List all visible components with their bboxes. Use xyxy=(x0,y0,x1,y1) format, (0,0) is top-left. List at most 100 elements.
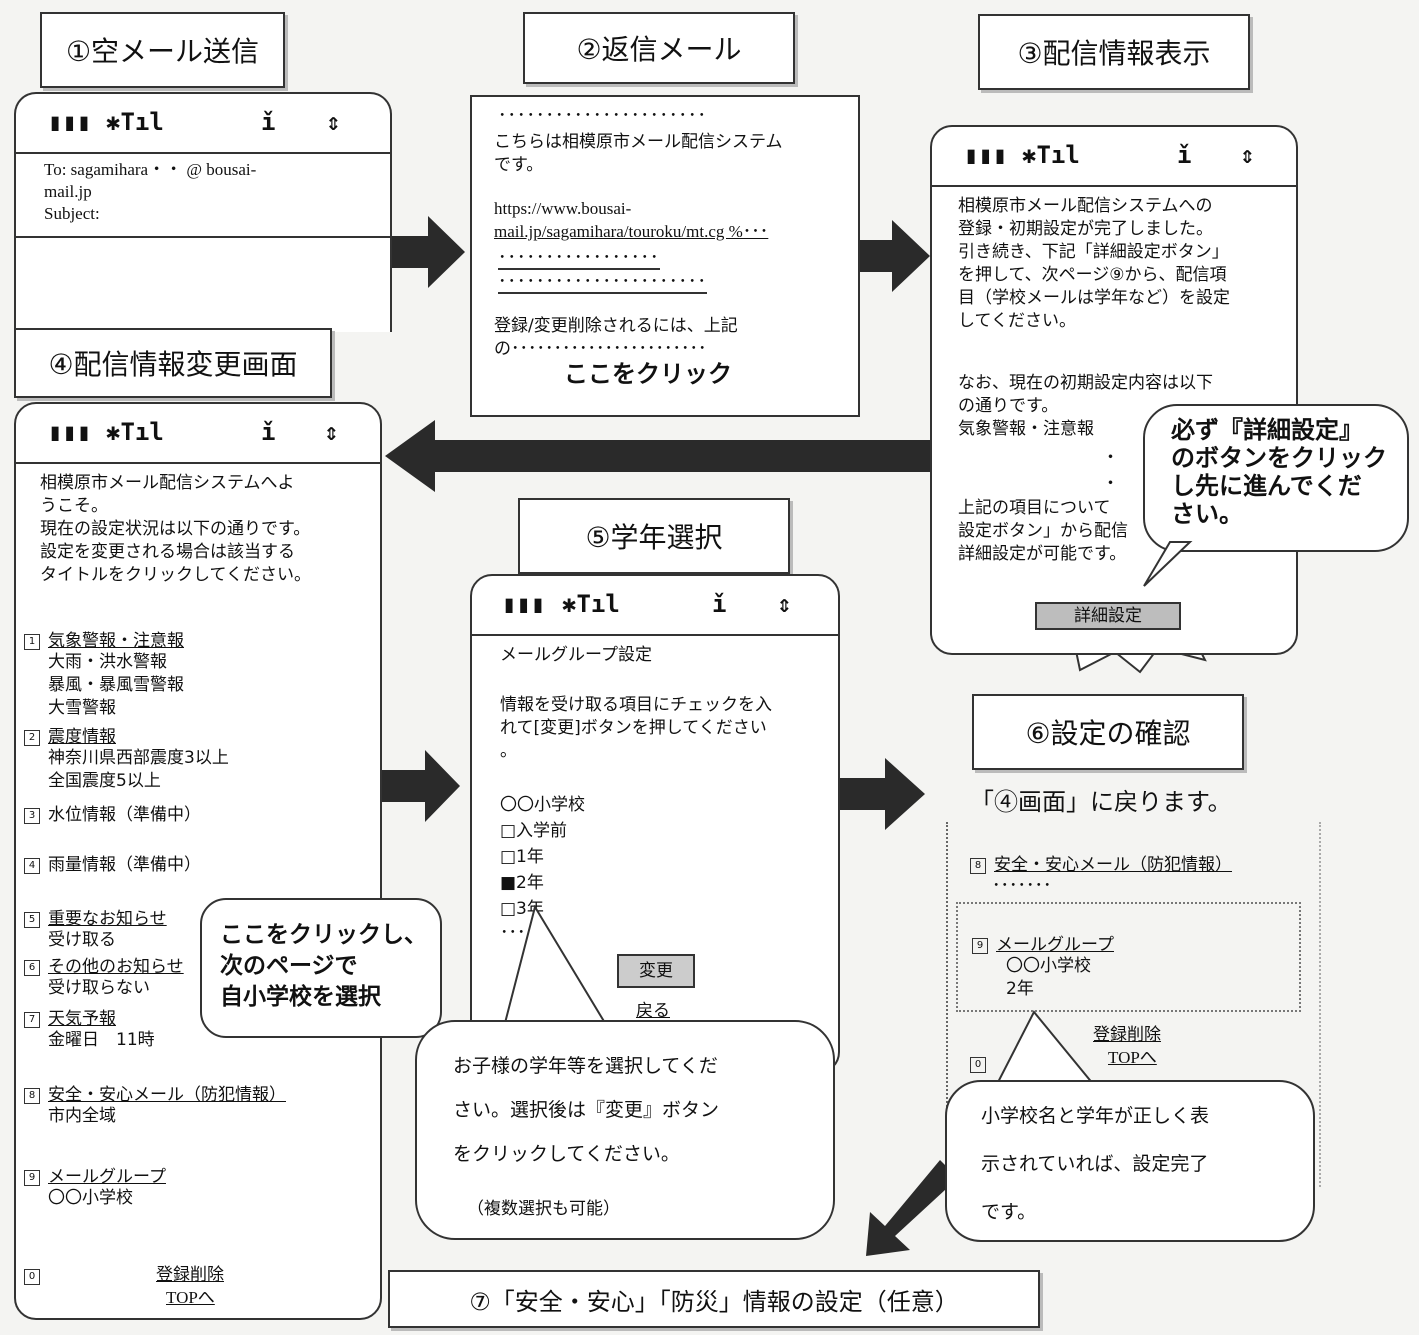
item-title[interactable]: 気象警報・注意報 xyxy=(48,631,184,651)
item-number: 8 xyxy=(24,1087,40,1104)
item-sub: 受け取る xyxy=(48,930,116,950)
back-link[interactable]: 戻る xyxy=(636,1001,670,1021)
step2-title: ②返信メール xyxy=(523,12,795,84)
item-title[interactable]: 天気予報 xyxy=(48,1009,116,1029)
battery-icon: ▮▮▮ xyxy=(48,418,92,446)
step3-callout: 必ず『詳細設定』 のボタンをクリック し先に進んでくだ さい。 xyxy=(1143,404,1409,552)
return-to-screen4: 「④画面」に戻ります。 xyxy=(970,790,1232,816)
step2-mail: ･･････････････････････ こちらは相模原市メール配信システム… xyxy=(470,95,860,417)
signal-icon: ✱Tıl xyxy=(562,590,620,618)
menu-item-8[interactable]: 8 安全・安心メール（防犯情報） 市内全域 xyxy=(24,1080,286,1128)
step4-title: ④配信情報変更画面 xyxy=(14,328,332,398)
item-title[interactable]: メールグループ xyxy=(48,1167,166,1187)
scroll-icon: ⇕ xyxy=(324,418,339,446)
item-sub-grade: 2年 xyxy=(1006,979,1034,999)
item-number: 9 xyxy=(972,937,988,954)
battery-icon: ▮▮▮ xyxy=(964,141,1008,169)
option-grade-1[interactable]: □1年 xyxy=(500,847,544,867)
menu-item-4[interactable]: 4 雨量情報（準備中） xyxy=(24,850,201,875)
item-title[interactable]: 安全・安心メール（防犯情報） xyxy=(48,1085,286,1105)
menu-item-3[interactable]: 3 水位情報（準備中） xyxy=(24,800,201,825)
item-number: 8 xyxy=(970,857,986,874)
top-link[interactable]: TOPへ xyxy=(166,1288,215,1307)
step5-title: ⑤学年選択 xyxy=(518,498,790,574)
battery-icon: ▮▮▮ xyxy=(48,108,92,136)
item-title[interactable]: 震度情報 xyxy=(48,727,116,747)
item-number: 2 xyxy=(24,729,40,746)
mail-url-link[interactable]: mail.jp/sagamihara/touroku/mt.cg %･･･ xyxy=(494,222,769,241)
option-grade-2[interactable]: ■2年 xyxy=(500,873,544,893)
url-dots-1: ･････････････････ xyxy=(498,243,660,270)
item-sub: ･･･････ xyxy=(992,876,1052,896)
arrow-step2-to-step3 xyxy=(858,220,930,292)
scroll-icon: ⇕ xyxy=(326,108,341,136)
step1-title: ①空メール送信 xyxy=(40,12,285,88)
item-title[interactable]: 雨量情報（準備中） xyxy=(48,855,201,875)
item-title[interactable]: その他のお知らせ xyxy=(48,957,184,977)
click-here-label: ここをクリック xyxy=(564,360,732,388)
step5-callout-note: （複数選択も可能） xyxy=(467,1199,620,1219)
item-number: 1 xyxy=(24,633,40,650)
step7-title: ⑦「安全・安心」「防災」情報の設定（任意） xyxy=(388,1270,1040,1328)
item-number: 3 xyxy=(24,807,40,824)
info-icon: ǐ xyxy=(261,418,276,446)
initial-settings-text: なお、現在の初期設定内容は以下 の通りです。 気象警報・注意報 xyxy=(958,373,1213,439)
item-sub: 大雨・洪水警報 暴風・暴風雪警報 大雪警報 xyxy=(48,652,184,718)
status-bar: ▮▮▮ ✱Tıl ǐ ⇕ xyxy=(16,404,380,464)
step3-callout-text: 必ず『詳細設定』 のボタンをクリック し先に進んでくだ さい。 xyxy=(1171,416,1387,528)
menu-item-1[interactable]: 1 気象警報・注意報 大雨・洪水警報 暴風・暴風雪警報 大雪警報 xyxy=(24,626,184,720)
item-number: 0 xyxy=(24,1268,40,1285)
confirm-item-0[interactable]: 0 xyxy=(970,1054,994,1073)
step5-callout: お子様の学年等を選択してくだ さい。選択後は『変更』ボタン をクリックしてくださ… xyxy=(415,1020,835,1240)
check-instructions: 情報を受け取る項目にチェックを入 れて[変更]ボタンを押してください 。 xyxy=(500,695,772,761)
top-link[interactable]: TOPへ xyxy=(1108,1048,1157,1067)
item-title[interactable]: 安全・安心メール（防犯情報） xyxy=(994,855,1232,875)
mail-line-2: です。 xyxy=(494,155,544,175)
item-sub: 市内全域 xyxy=(48,1106,116,1126)
scroll-icon: ⇕ xyxy=(777,590,792,618)
confirm-item-8[interactable]: 8 安全・安心メール（防犯情報） ･･･････ xyxy=(970,850,1232,898)
signal-icon: ✱Tıl xyxy=(106,108,164,136)
detail-settings-button[interactable]: 詳細設定 xyxy=(1035,602,1181,630)
option-pre-entry[interactable]: □入学前 xyxy=(500,821,568,841)
scroll-icon: ⇕ xyxy=(1240,141,1255,169)
delete-registration-link[interactable]: 登録削除 xyxy=(156,1265,224,1285)
step3-title: ③配信情報表示 xyxy=(978,14,1250,90)
mail-url-1[interactable]: https://www.bousai- xyxy=(494,199,632,218)
arrow-step5-to-step6 xyxy=(826,758,925,830)
mail-line-1: こちらは相模原市メール配信システム xyxy=(494,132,783,152)
mail-line-4: の･･･････････････････････ xyxy=(494,339,707,359)
subject-line: Subject: xyxy=(44,204,100,223)
mail-line-3: 登録/変更削除されるには、上記 xyxy=(494,316,738,336)
step1-phone: ▮▮▮ ✱Tıl ǐ ⇕ To: sagamihara・・ @ bousai- … xyxy=(14,92,392,332)
header-divider xyxy=(16,236,390,238)
dotted-rule: ･･････････････････････ xyxy=(498,106,707,126)
item-title[interactable]: 重要なお知らせ xyxy=(48,909,167,929)
step6-callout-text: 小学校名と学年が正しく表 示されていれば、設定完了 です。 xyxy=(981,1105,1210,1223)
item-title[interactable]: メールグループ xyxy=(996,935,1114,955)
status-bar: ▮▮▮ ✱Tıl ǐ ⇕ xyxy=(472,576,838,636)
status-bar: ▮▮▮ ✱Tıl ǐ ⇕ xyxy=(16,94,390,154)
arrow-step4-to-step5 xyxy=(378,750,460,822)
item-number: 4 xyxy=(24,857,40,874)
url-dots-2: ･･････････････････････ xyxy=(498,267,707,294)
info-icon: ǐ xyxy=(1177,141,1192,169)
item-sub: 〇〇小学校 xyxy=(48,1188,133,1208)
item-sub: 受け取らない xyxy=(48,978,150,998)
step4-callout: ここをクリックし、 次のページで 自小学校を選択 xyxy=(200,898,442,1038)
item-title[interactable]: 水位情報（準備中） xyxy=(48,805,201,825)
change-button[interactable]: 変更 xyxy=(617,954,695,988)
menu-item-0[interactable]: 0 xyxy=(24,1266,48,1285)
delete-registration-link[interactable]: 登録削除 xyxy=(1093,1025,1161,1045)
info-icon: ǐ xyxy=(261,108,276,136)
school-name: 〇〇小学校 xyxy=(500,795,585,815)
item-number: 7 xyxy=(24,1011,40,1028)
group-setting-header: メールグループ設定 xyxy=(500,645,652,665)
